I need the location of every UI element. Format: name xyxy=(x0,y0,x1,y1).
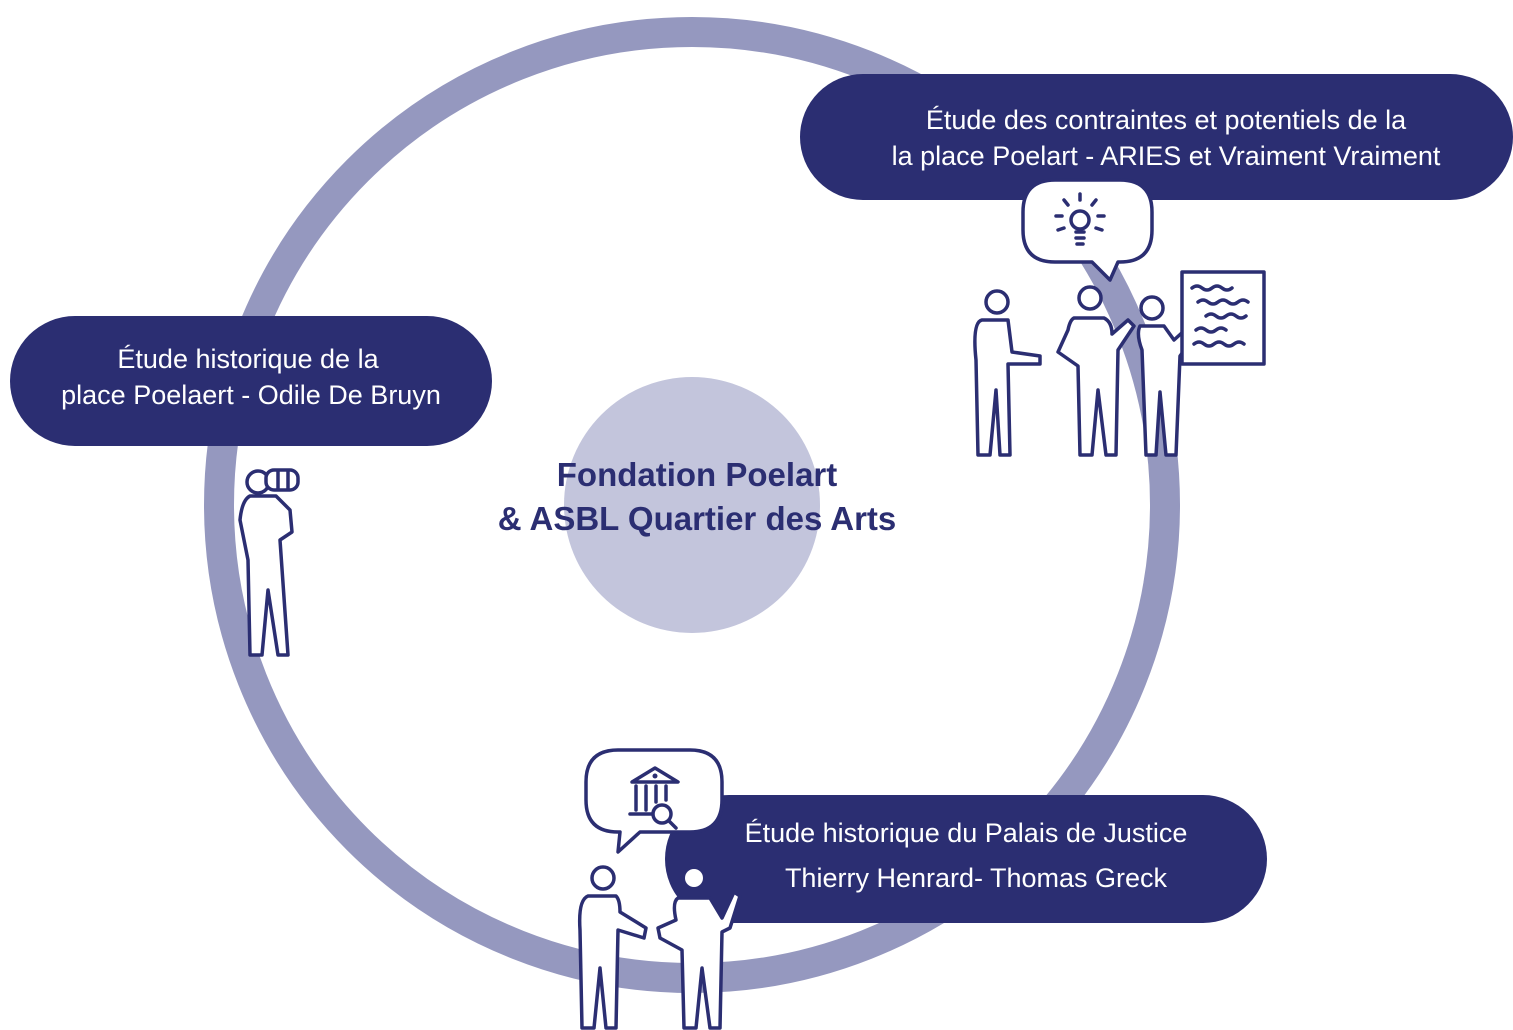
study-card-palais-justice: Étude historique du Palais de Justice Th… xyxy=(665,795,1267,923)
study-title-line1: Étude historique du Palais de Justice xyxy=(745,818,1188,848)
center-disc xyxy=(564,377,820,633)
study-card-history-square: Étude historique de la place Poelaert - … xyxy=(10,316,492,446)
person-figure xyxy=(973,289,1042,457)
person-figure xyxy=(577,865,648,1030)
binoculars-person-figure xyxy=(238,468,300,657)
center-title-line2: & ASBL Quartier des Arts xyxy=(498,500,897,537)
study-title-line2: Thierry Henrard- Thomas Greck xyxy=(785,863,1168,893)
study-title-line1: Étude historique de la xyxy=(117,344,379,374)
center-title-line1: Fondation Poelart xyxy=(557,456,838,493)
study-card-constraints: Étude des contraintes et potentiels de l… xyxy=(800,74,1513,200)
study-title-line2: place Poelaert - Odile De Bruyn xyxy=(61,380,441,410)
team-figures xyxy=(973,270,1266,457)
lightbulb-icon xyxy=(1054,192,1106,246)
flipchart-icon xyxy=(1180,270,1266,366)
study-title-line2: la place Poelart - ARIES et Vraiment Vra… xyxy=(892,141,1441,171)
binoculars-icon xyxy=(264,468,300,492)
person-figure xyxy=(1136,295,1204,457)
idea-speech-bubble xyxy=(1021,178,1154,282)
study-pill xyxy=(10,316,492,446)
person-figure xyxy=(656,869,742,1030)
study-pill xyxy=(665,795,1267,923)
person-figure xyxy=(1056,285,1136,457)
study-pill xyxy=(800,74,1513,200)
courthouse-search-icon xyxy=(628,766,680,830)
courthouse-dot xyxy=(652,773,658,779)
study-title-line1: Étude des contraintes et potentiels de l… xyxy=(926,105,1407,135)
courthouse-speech-bubble xyxy=(584,748,724,854)
duo-figures xyxy=(577,865,742,1030)
